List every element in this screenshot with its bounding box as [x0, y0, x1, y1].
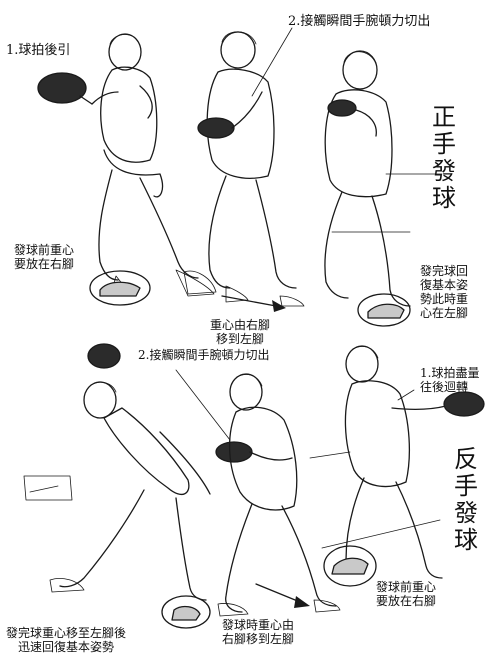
table-corner: [23, 475, 73, 501]
forehand-serve-heading: 正手發球: [432, 103, 456, 212]
forehand-paddle-finish: [327, 99, 357, 117]
shoe: [99, 281, 141, 297]
weight-shift-arrow: [221, 295, 277, 307]
player-leg-left: [139, 177, 199, 279]
leader-line: [175, 369, 231, 441]
backhand-serve-figures: [23, 343, 485, 629]
forehand-note-weight-before: 發球前重心 要放在右腳: [14, 243, 75, 272]
player-leg-left: [281, 505, 337, 607]
forehand-player-follow-through: [324, 50, 443, 327]
foot-highlight-circle: [89, 270, 151, 306]
ball-arm: [139, 85, 153, 119]
arrow-head: [272, 300, 286, 312]
leader-line: [397, 389, 415, 401]
backhand-player-contact: [215, 373, 351, 617]
backhand-player-start: [23, 343, 211, 629]
player-leg-right: [324, 191, 349, 299]
leader-line: [251, 27, 293, 97]
player-leg-right: [208, 175, 231, 289]
foot-highlight-circle: [323, 545, 377, 587]
racket-arm: [355, 109, 377, 137]
player-head: [342, 50, 378, 90]
shoe: [367, 303, 405, 319]
shoe: [49, 578, 85, 593]
backhand-note-weight-before: 發球前重心 要放在右腳: [376, 580, 437, 609]
forehand-step2-label: 2.接觸瞬間手腕頓力切出: [288, 14, 431, 29]
racket-arm: [231, 91, 263, 129]
player-torso: [100, 66, 158, 163]
paddle-handle: [79, 95, 93, 105]
backhand-player-backswing: [321, 345, 485, 587]
player-leg-right: [225, 503, 253, 613]
player-torso: [344, 380, 411, 488]
backhand-paddle-start: [87, 343, 121, 369]
backhand-step1-label: 1.球拍盡量 往後迴轉: [420, 366, 480, 395]
player-head: [108, 33, 142, 71]
shoe: [171, 605, 201, 621]
player-leg-left: [175, 497, 207, 601]
racket-arm: [249, 451, 293, 461]
forehand-paddle-contact: [197, 117, 235, 139]
player-leg-right: [59, 489, 145, 588]
forehand-serve-figures: [37, 27, 443, 327]
table-edge: [321, 519, 441, 549]
player-leg-left: [255, 179, 297, 289]
player-torso: [228, 406, 298, 511]
table-edge: [309, 451, 351, 459]
racket-arm: [391, 405, 447, 410]
backhand-note-after: 發完球重心移至左腳後 迅速回復基本姿勢: [6, 626, 127, 655]
arrow-head: [294, 596, 310, 608]
forehand-player-backswing: [37, 33, 215, 306]
backhand-serve-heading: 反手發球: [454, 445, 478, 554]
player-head: [345, 345, 379, 383]
player-leg-right: [98, 169, 119, 281]
backhand-paddle-contact: [215, 441, 253, 463]
backhand-paddle-backswing: [443, 391, 485, 417]
racket-arm: [91, 91, 119, 105]
shoe: [331, 557, 369, 575]
forehand-paddle-backswing: [37, 72, 87, 104]
player-leg-left: [395, 481, 443, 579]
weight-shift-arrow: [255, 583, 301, 603]
player-head: [220, 31, 256, 69]
forehand-player-contact: [183, 31, 305, 307]
backhand-step2-label: 2.接觸瞬間手腕頓力切出: [138, 348, 270, 362]
player-torso: [103, 407, 190, 496]
forehand-note-after: 發完球回 復基本姿 勢此時重 心在左腳: [420, 264, 469, 321]
player-torso: [324, 89, 393, 198]
forehand-step1-label: 1.球拍後引: [6, 43, 71, 58]
player-head: [229, 373, 263, 411]
player-leg-left: [371, 195, 411, 307]
racket-arm: [159, 431, 211, 495]
forehand-note-weight-shift: 重心由右腳 移到左腳: [210, 318, 271, 347]
foot-highlight-circle: [161, 595, 211, 629]
foot-highlight-circle: [357, 293, 411, 327]
backhand-note-weight-shift: 發球時重心由 右腳移到左腳: [222, 618, 295, 647]
